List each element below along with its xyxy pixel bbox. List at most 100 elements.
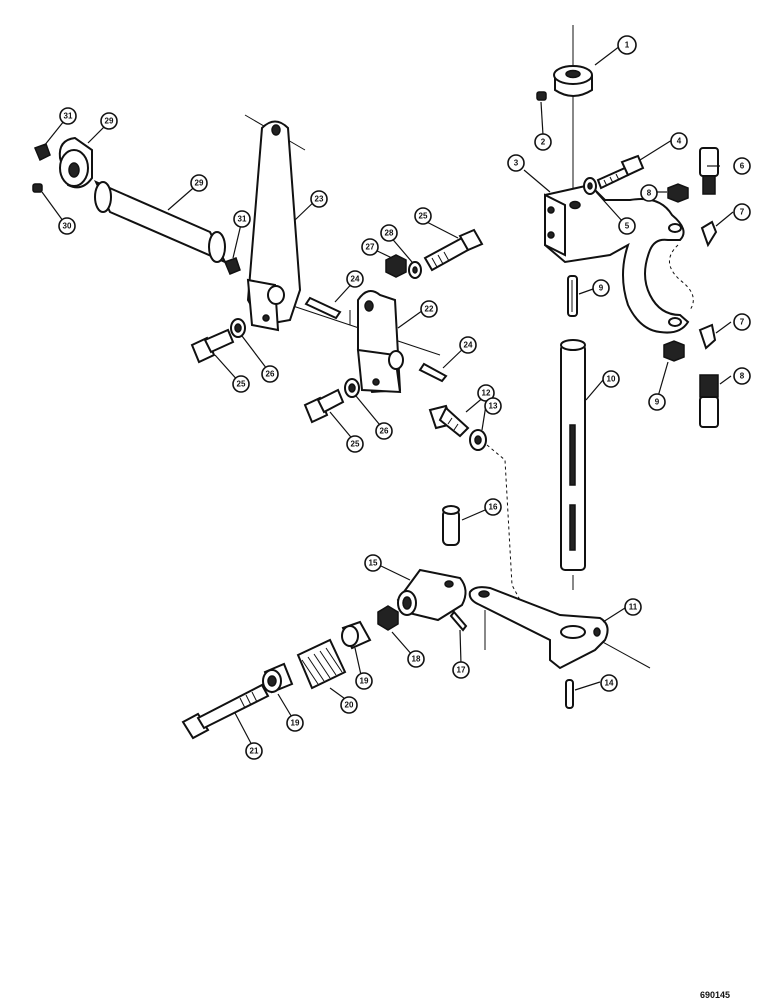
svg-text:23: 23: [315, 195, 324, 204]
svg-text:19: 19: [291, 719, 300, 728]
svg-text:21: 21: [250, 747, 259, 756]
svg-text:19: 19: [360, 677, 369, 686]
svg-text:17: 17: [457, 666, 466, 675]
cap-screw-part-4: [596, 154, 645, 190]
vertical-shaft-part-10: [560, 339, 586, 571]
svg-text:8: 8: [647, 189, 652, 198]
grease-cup-part-6-top: [699, 147, 719, 195]
svg-text:26: 26: [266, 370, 275, 379]
svg-text:9: 9: [655, 398, 660, 407]
callout-4: 4: [670, 132, 688, 150]
washer-part-5: [583, 177, 597, 195]
callout-20: 20: [340, 696, 358, 714]
svg-text:10: 10: [607, 375, 616, 384]
lock-washer-part-26-lower: [344, 378, 360, 398]
key-part-24-upper: [304, 296, 342, 320]
callout-26-left: 26: [261, 365, 279, 383]
svg-text:16: 16: [489, 503, 498, 512]
callout-2: 2: [534, 133, 552, 151]
grease-fitting-part-7-top: [700, 220, 718, 248]
callout-24-upper: 24: [346, 270, 364, 288]
svg-text:31: 31: [64, 112, 73, 121]
spring-seat-part-19: [341, 620, 372, 650]
callout-29-shaft: 29: [190, 174, 208, 192]
bolt-part-12: [428, 404, 470, 438]
washer-part-28: [408, 261, 422, 279]
lever-part-22: [356, 290, 404, 394]
grease-cup-part-8-bottom: [699, 374, 719, 428]
svg-text:5: 5: [625, 222, 630, 231]
svg-text:29: 29: [195, 179, 204, 188]
svg-text:1: 1: [625, 41, 630, 50]
callout-9-bottom: 9: [648, 393, 666, 411]
collar-part-1: [553, 65, 593, 97]
svg-text:20: 20: [345, 701, 354, 710]
callout-8-bottom: 8: [733, 367, 751, 385]
spring-part-20: [296, 638, 347, 690]
nut-part-8-top: [667, 183, 689, 203]
callout-31-right: 31: [233, 210, 251, 228]
svg-text:3: 3: [514, 159, 519, 168]
lock-washer-part-26-left: [230, 318, 246, 338]
pin-part-14: [565, 679, 574, 709]
nut-part-8-bottom: [663, 340, 685, 362]
svg-text:25: 25: [351, 440, 360, 449]
svg-text:28: 28: [385, 229, 394, 238]
svg-text:25: 25: [237, 380, 246, 389]
svg-text:12: 12: [482, 389, 491, 398]
svg-text:2: 2: [541, 138, 546, 147]
callout-9-top: 9: [592, 279, 610, 297]
key-part-24-lower: [418, 362, 448, 383]
svg-text:4: 4: [677, 137, 682, 146]
callout-22: 22: [420, 300, 438, 318]
svg-text:31: 31: [238, 215, 247, 224]
svg-text:24: 24: [351, 275, 360, 284]
callout-11: 11: [624, 598, 642, 616]
svg-text:14: 14: [605, 679, 614, 688]
set-screw-part-2: [536, 91, 547, 101]
callout-18: 18: [407, 650, 425, 668]
grease-fitting-part-31-right: [224, 257, 241, 275]
clevis-pin-part-16: [442, 505, 460, 546]
cap-screw-part-25-lower: [303, 388, 345, 424]
callout-5: 5: [618, 217, 636, 235]
callout-28: 28: [380, 224, 398, 242]
callout-19-left: 19: [286, 714, 304, 732]
callout-31-left: 31: [59, 107, 77, 125]
nut-part-18: [377, 605, 399, 631]
svg-text:7: 7: [740, 208, 745, 217]
callout-3: 3: [507, 154, 525, 172]
leader-lines: [41, 45, 734, 750]
svg-text:15: 15: [369, 559, 378, 568]
collar-part-29: [58, 136, 93, 189]
figure-code: 690145: [700, 990, 731, 1000]
callout-19-right: 19: [355, 672, 373, 690]
callout-7-top: 7: [733, 203, 751, 221]
grease-fitting-part-7-bottom: [698, 323, 717, 350]
cap-screw-part-25-right: [423, 228, 484, 272]
nut-part-27: [385, 254, 407, 278]
yoke-bracket-part-3: [544, 183, 690, 334]
set-screw-part-30: [32, 183, 43, 193]
svg-text:29: 29: [105, 117, 114, 126]
svg-text:27: 27: [366, 243, 375, 252]
callout-26-lower: 26: [375, 422, 393, 440]
callout-12: 12: [477, 384, 495, 402]
callout-8-top: 8: [640, 184, 658, 202]
shaft-horizontal: [93, 180, 228, 265]
grease-fitting-part-31-left: [34, 143, 51, 162]
svg-text:26: 26: [380, 427, 389, 436]
callout-6: 6: [733, 157, 751, 175]
bolt-part-21: [181, 683, 270, 740]
callout-29-left: 29: [100, 112, 118, 130]
callout-25-right: 25: [414, 207, 432, 225]
washer-part-13: [469, 429, 487, 451]
callout-25-lower: 25: [346, 435, 364, 453]
callout-16: 16: [484, 498, 502, 516]
callout-7-bottom: 7: [733, 313, 751, 331]
callout-14: 14: [600, 674, 618, 692]
callout-30: 30: [58, 217, 76, 235]
svg-text:11: 11: [629, 603, 638, 612]
cap-screw-part-25-left: [190, 328, 235, 364]
svg-text:25: 25: [419, 212, 428, 221]
